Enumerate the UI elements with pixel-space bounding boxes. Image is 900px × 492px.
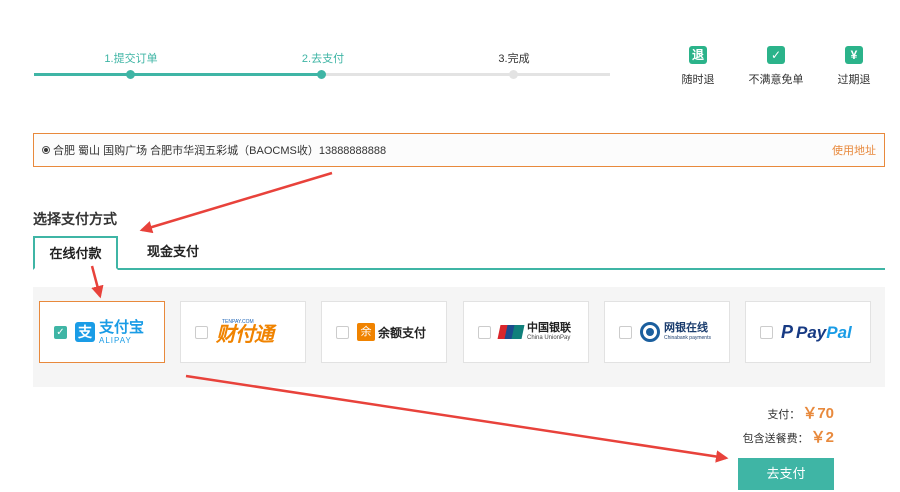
tab-online-payment[interactable]: 在线付款 xyxy=(33,236,118,270)
payment-methods-panel: ✓ 支 支付宝 ALIPAY TENPAY.COM 财付通 余 余额支付 中国银… xyxy=(33,287,885,387)
address-text: 合肥 蜀山 国购广场 合肥市华润五彩城（BAOCMS收）13888888888 xyxy=(53,145,387,157)
pay-option-chinabank[interactable]: 网银在线 Chinabank payments xyxy=(604,301,730,363)
pay-option-unionpay[interactable]: 中国银联 China UnionPay xyxy=(463,301,589,363)
total-pay-row: 支付： ￥70 xyxy=(743,402,834,423)
alipay-name: 支付宝 xyxy=(99,318,145,336)
guarantee-label: 不满意免单 xyxy=(748,74,804,86)
paypal-icon: P xyxy=(781,322,794,342)
arrow-address-to-tab xyxy=(139,171,333,234)
chinabank-name: 网银在线 xyxy=(664,322,708,334)
refund-icon: 退 xyxy=(689,46,707,64)
step-3-label: 3.完成 xyxy=(498,53,530,65)
alipay-checkbox[interactable]: ✓ xyxy=(54,325,67,339)
address-radio[interactable] xyxy=(42,146,50,154)
balance-logo: 余 余额支付 xyxy=(357,323,426,341)
progress-track-done xyxy=(34,73,322,76)
balance-icon: 余 xyxy=(357,323,375,341)
unionpay-checkbox[interactable] xyxy=(478,325,491,339)
unionpay-icon xyxy=(497,325,525,339)
guarantee-refund-anytime: 退 随时退 xyxy=(670,46,726,87)
order-totals: 支付： ￥70 包含送餐费： ￥2 xyxy=(743,402,834,450)
payment-section-title: 选择支付方式 xyxy=(33,211,117,227)
guarantee-free-if-unsatisfied: ✓ 不满意免单 xyxy=(748,46,804,87)
step-3-dot xyxy=(509,70,518,79)
chinabank-icon xyxy=(640,322,660,342)
check-icon: ✓ xyxy=(767,46,785,64)
arrow-to-pay-button xyxy=(185,374,729,463)
yen-icon: ¥ xyxy=(845,46,863,64)
delivery-fee-value: ￥2 xyxy=(810,429,834,446)
pay-option-alipay[interactable]: ✓ 支 支付宝 ALIPAY xyxy=(39,301,165,363)
guarantee-label: 过期退 xyxy=(837,74,871,86)
step-1-label: 1.提交订单 xyxy=(104,53,158,65)
use-address-link[interactable]: 使用地址 xyxy=(832,145,876,157)
progress-steps: 1.提交订单 2.去支付 3.完成 退 随时退 ✓ 不满意免单 ¥ 过期退 xyxy=(0,0,900,100)
paypal-pay: Pay xyxy=(796,322,827,342)
paypal-pal: Pal xyxy=(826,322,852,342)
step-2-label: 2.去支付 xyxy=(301,53,345,65)
pay-option-balance[interactable]: 余 余额支付 xyxy=(321,301,447,363)
delivery-fee-label: 包含送餐费： xyxy=(742,433,809,445)
guarantee-label: 随时退 xyxy=(681,74,715,86)
guarantees: 退 随时退 ✓ 不满意免单 ¥ 过期退 xyxy=(670,46,882,87)
alipay-logo: 支 支付宝 ALIPAY xyxy=(75,320,144,345)
balance-name: 余额支付 xyxy=(378,325,427,340)
step-1-dot xyxy=(126,70,135,79)
chinabank-logo: 网银在线 Chinabank payments xyxy=(640,322,711,342)
unionpay-logo: 中国银联 China UnionPay xyxy=(497,322,571,341)
tenpay-domain: TENPAY.COM xyxy=(222,318,254,325)
balance-checkbox[interactable] xyxy=(336,325,349,339)
go-pay-button[interactable]: 去支付 xyxy=(738,458,834,490)
unionpay-name: 中国银联 xyxy=(527,322,571,334)
paypal-checkbox[interactable] xyxy=(760,325,773,339)
guarantee-expired-refund: ¥ 过期退 xyxy=(826,46,882,87)
payment-tabs: 在线付款 现金支付 xyxy=(33,236,885,270)
alipay-en: ALIPAY xyxy=(99,335,132,345)
progress-track-todo xyxy=(322,73,610,76)
total-pay-value: ￥70 xyxy=(802,405,834,422)
chinabank-en: Chinabank payments xyxy=(664,335,711,341)
step-2-dot xyxy=(317,70,326,79)
pay-option-tenpay[interactable]: TENPAY.COM 财付通 xyxy=(180,301,306,363)
paypal-logo: P Pay Pal xyxy=(781,323,852,341)
total-pay-label: 支付： xyxy=(767,409,801,421)
tab-cash-payment[interactable]: 现金支付 xyxy=(146,244,199,259)
unionpay-en: China UnionPay xyxy=(527,335,571,341)
tenpay-name: 财付通 xyxy=(216,323,274,346)
address-bar[interactable]: 合肥 蜀山 国购广场 合肥市华润五彩城（BAOCMS收）13888888888 … xyxy=(33,133,885,167)
tenpay-logo: TENPAY.COM 财付通 xyxy=(216,318,274,346)
tenpay-checkbox[interactable] xyxy=(195,325,208,339)
chinabank-checkbox[interactable] xyxy=(619,325,632,339)
pay-option-paypal[interactable]: P Pay Pal xyxy=(745,301,871,363)
alipay-icon: 支 xyxy=(75,322,95,342)
delivery-fee-row: 包含送餐费： ￥2 xyxy=(743,426,834,447)
